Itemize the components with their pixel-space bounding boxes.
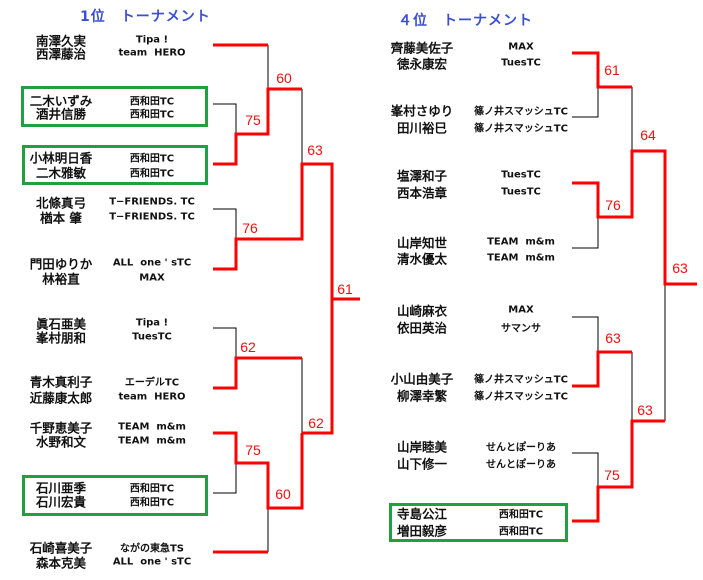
match-score: 75 xyxy=(245,112,261,128)
player-name: 眞石亜美 xyxy=(35,316,87,332)
player-name: 南澤久実 xyxy=(35,33,87,49)
club-name: TEAM m&m xyxy=(118,435,186,447)
player-name: 森本克美 xyxy=(35,555,87,571)
player-name: 依田英治 xyxy=(396,320,448,336)
player-name: 山下修一 xyxy=(396,456,448,472)
player-name: 山崎麻衣 xyxy=(396,303,448,319)
match-score: 62 xyxy=(308,415,324,431)
player-name: 石川宏貴 xyxy=(35,494,87,510)
club-name: 西和田TC xyxy=(129,109,175,121)
match-score: 76 xyxy=(605,197,621,213)
player-name: 小林明日香 xyxy=(29,150,93,166)
bracket-lines-winning xyxy=(213,43,697,554)
club-name: Tipa ! xyxy=(135,34,169,46)
club-name: ALL one ' sTC xyxy=(112,257,192,269)
club-name: MAX xyxy=(508,304,534,316)
club-name: 西和田TC xyxy=(498,509,544,521)
match-score: 63 xyxy=(605,330,621,346)
match-score: 76 xyxy=(242,220,258,236)
tournament-title-4th: ４位 トーナメント xyxy=(398,13,533,29)
player-name: 増田毅彦 xyxy=(396,523,448,539)
player-name: 二木いずみ xyxy=(29,93,93,109)
match-score: 64 xyxy=(640,127,656,143)
player-name: 西澤藤治 xyxy=(35,46,87,62)
match-score: 62 xyxy=(240,339,256,355)
player-name: 齊藤美佐子 xyxy=(390,40,454,56)
club-name: MAX xyxy=(508,41,534,53)
player-name: 門田ゆりか xyxy=(29,256,93,272)
club-name: TuesTC xyxy=(132,331,172,343)
club-name: 篠ノ井スマッシュTC xyxy=(474,391,568,403)
club-name: 西和田TC xyxy=(129,153,175,165)
highlight-box xyxy=(389,503,568,542)
club-name: 西和田TC xyxy=(498,526,544,538)
highlight-box xyxy=(22,475,208,516)
club-name: サマンサ xyxy=(501,323,541,335)
club-name: 西和田TC xyxy=(129,168,175,180)
player-name: 小山由美子 xyxy=(390,371,454,387)
club-name: せんとぽーりあ xyxy=(486,442,556,454)
highlight-box xyxy=(21,86,208,127)
match-score: 61 xyxy=(337,281,353,297)
club-name: TuesTC xyxy=(501,186,541,198)
player-name: 田川裕巳 xyxy=(396,120,448,136)
club-name: エーデルTC xyxy=(124,377,180,389)
player-name: 石川亜季 xyxy=(35,480,87,496)
club-name: 西和田TC xyxy=(129,483,175,495)
match-score: 60 xyxy=(275,486,291,502)
club-name: team HERO xyxy=(118,391,186,403)
club-name: Tipa ! xyxy=(135,317,169,329)
player-name: 楢本 肇 xyxy=(40,210,82,226)
match-score: 60 xyxy=(276,70,292,86)
bracket-lines-losing xyxy=(213,45,666,552)
player-name: 山岸睦美 xyxy=(396,439,448,455)
match-score: 63 xyxy=(307,142,323,158)
club-name: 篠ノ井スマッシュTC xyxy=(474,106,568,118)
club-name: せんとぽーりあ xyxy=(486,459,556,471)
player-name: 千野恵美子 xyxy=(29,420,93,436)
player-name: 塩澤和子 xyxy=(396,168,448,184)
player-name: 西本浩章 xyxy=(396,185,448,201)
player-name: 水野和文 xyxy=(35,434,87,450)
player-name: 清水優太 xyxy=(396,251,448,267)
match-score: 75 xyxy=(604,467,620,483)
match-score: 63 xyxy=(672,260,688,276)
club-name: 西和田TC xyxy=(129,497,175,509)
club-name: TuesTC xyxy=(501,169,541,181)
club-name: ながの東急TS xyxy=(119,543,185,555)
match-score: 75 xyxy=(245,442,261,458)
club-name: TEAM m&m xyxy=(487,236,555,248)
club-name: team HERO xyxy=(118,47,186,59)
player-name: 青木真利子 xyxy=(29,374,93,390)
player-name: 峯村さゆり xyxy=(390,103,454,119)
club-name: TEAM m&m xyxy=(118,421,186,433)
tournament-title-1st: 1位 トーナメント xyxy=(80,9,211,25)
highlight-box xyxy=(22,145,208,185)
player-name: 近藤康太郎 xyxy=(29,390,93,406)
club-name: T−FRIENDS. TC xyxy=(109,211,195,223)
player-name: 二木雅敏 xyxy=(35,165,87,181)
club-name: ALL one ' sTC xyxy=(112,556,192,568)
club-name: 篠ノ井スマッシュTC xyxy=(474,374,568,386)
club-name: TuesTC xyxy=(501,57,541,69)
player-name: 峯村朋和 xyxy=(35,330,87,346)
match-score: 61 xyxy=(604,62,620,78)
match-score: 63 xyxy=(637,402,653,418)
player-name: 山岸知世 xyxy=(396,235,448,251)
club-name: MAX xyxy=(139,272,165,284)
player-name: 徳永康宏 xyxy=(396,56,448,72)
club-name: 篠ノ井スマッシュTC xyxy=(474,123,568,135)
club-name: T−FRIENDS. TC xyxy=(109,196,195,208)
player-name: 林裕直 xyxy=(42,271,80,287)
player-name: 柳澤幸繁 xyxy=(396,388,448,404)
player-name: 北條真弓 xyxy=(35,195,87,211)
club-name: TEAM m&m xyxy=(487,252,555,264)
player-name: 寺島公江 xyxy=(396,506,448,522)
club-name: 西和田TC xyxy=(129,96,175,108)
player-name: 石崎喜美子 xyxy=(29,540,93,556)
player-name: 酒井信勝 xyxy=(35,106,87,122)
